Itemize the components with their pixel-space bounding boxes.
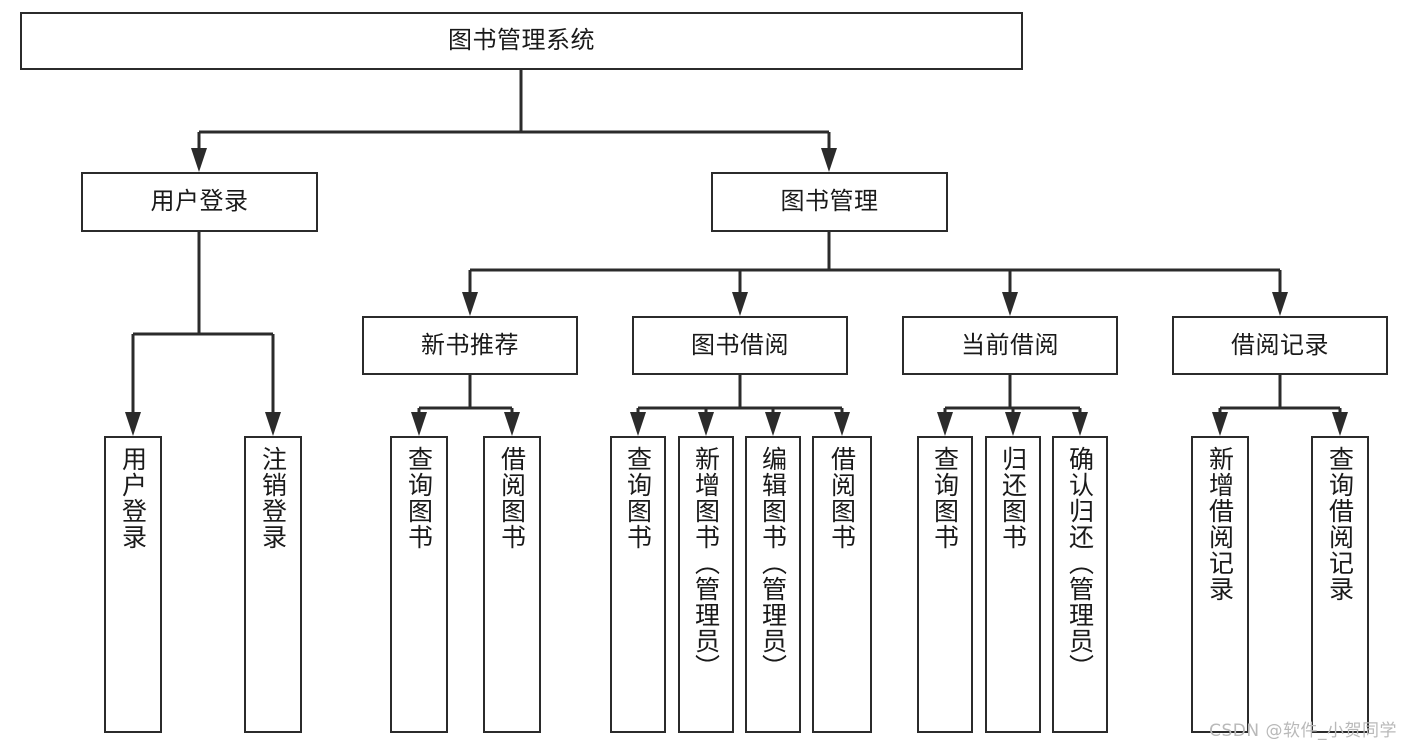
node-label-borrow-record: 借阅记录 [1231, 330, 1329, 359]
arrow-head-icon [125, 412, 141, 436]
node-leaf-query-record[interactable]: 查询借阅记录 [1311, 436, 1369, 733]
node-label-leaf-edit-book: 编辑图书（管理员） [758, 446, 788, 680]
node-label-leaf-query-record: 查询借阅记录 [1325, 446, 1355, 602]
node-leaf-query-book-3[interactable]: 查询图书 [917, 436, 973, 733]
node-leaf-borrow-book-1[interactable]: 借阅图书 [483, 436, 541, 733]
node-label-leaf-borrow-book-1: 借阅图书 [497, 446, 527, 550]
node-label-leaf-return-book: 归还图书 [998, 446, 1028, 550]
node-leaf-confirm-return[interactable]: 确认归还（管理员） [1052, 436, 1108, 733]
node-label-book-borrow: 图书借阅 [691, 330, 789, 359]
node-leaf-query-book-2[interactable]: 查询图书 [610, 436, 666, 733]
arrow-head-icon [834, 412, 850, 436]
node-label-leaf-add-record: 新增借阅记录 [1205, 446, 1235, 602]
node-book-manage[interactable]: 图书管理 [711, 172, 948, 232]
node-new-book-recommend[interactable]: 新书推荐 [362, 316, 578, 375]
node-label-leaf-borrow-book-2: 借阅图书 [827, 446, 857, 550]
node-label-leaf-logout: 注销登录 [258, 446, 288, 550]
arrow-head-icon [698, 412, 714, 436]
arrow-head-icon [630, 412, 646, 436]
node-label-leaf-add-book: 新增图书（管理员） [691, 446, 721, 680]
arrow-head-icon [1332, 412, 1348, 436]
node-label-leaf-query-book-1: 查询图书 [404, 446, 434, 550]
node-leaf-add-record[interactable]: 新增借阅记录 [1191, 436, 1249, 733]
node-label-root: 图书管理系统 [448, 26, 595, 55]
arrow-head-icon [821, 148, 837, 172]
node-borrow-record[interactable]: 借阅记录 [1172, 316, 1388, 375]
arrow-head-icon [504, 412, 520, 436]
arrow-head-icon [732, 292, 748, 316]
arrow-head-icon [1005, 412, 1021, 436]
arrow-head-icon [191, 148, 207, 172]
node-label-current-borrow: 当前借阅 [961, 330, 1059, 359]
arrow-head-icon [937, 412, 953, 436]
node-label-leaf-query-book-2: 查询图书 [623, 446, 653, 550]
arrow-head-icon [765, 412, 781, 436]
node-leaf-add-book[interactable]: 新增图书（管理员） [678, 436, 734, 733]
node-label-user-login: 用户登录 [150, 187, 249, 216]
node-book-borrow[interactable]: 图书借阅 [632, 316, 848, 375]
node-current-borrow[interactable]: 当前借阅 [902, 316, 1118, 375]
arrow-head-icon [411, 412, 427, 436]
node-label-leaf-query-book-3: 查询图书 [930, 446, 960, 550]
node-leaf-user-login[interactable]: 用户登录 [104, 436, 162, 733]
arrow-head-icon [462, 292, 478, 316]
arrow-head-icon [265, 412, 281, 436]
arrow-head-icon [1272, 292, 1288, 316]
node-leaf-logout[interactable]: 注销登录 [244, 436, 302, 733]
node-label-leaf-confirm-return: 确认归还（管理员） [1065, 446, 1095, 680]
node-label-new-book-recommend: 新书推荐 [421, 330, 519, 359]
arrow-head-icon [1002, 292, 1018, 316]
node-root[interactable]: 图书管理系统 [20, 12, 1023, 70]
node-leaf-return-book[interactable]: 归还图书 [985, 436, 1041, 733]
arrow-head-icon [1212, 412, 1228, 436]
edges-group [125, 70, 1348, 436]
node-leaf-edit-book[interactable]: 编辑图书（管理员） [745, 436, 801, 733]
arrow-head-icon [1072, 412, 1088, 436]
node-label-book-manage: 图书管理 [780, 187, 879, 216]
node-label-leaf-user-login: 用户登录 [118, 446, 148, 550]
node-leaf-borrow-book-2[interactable]: 借阅图书 [812, 436, 872, 733]
node-user-login[interactable]: 用户登录 [81, 172, 318, 232]
node-leaf-query-book-1[interactable]: 查询图书 [390, 436, 448, 733]
